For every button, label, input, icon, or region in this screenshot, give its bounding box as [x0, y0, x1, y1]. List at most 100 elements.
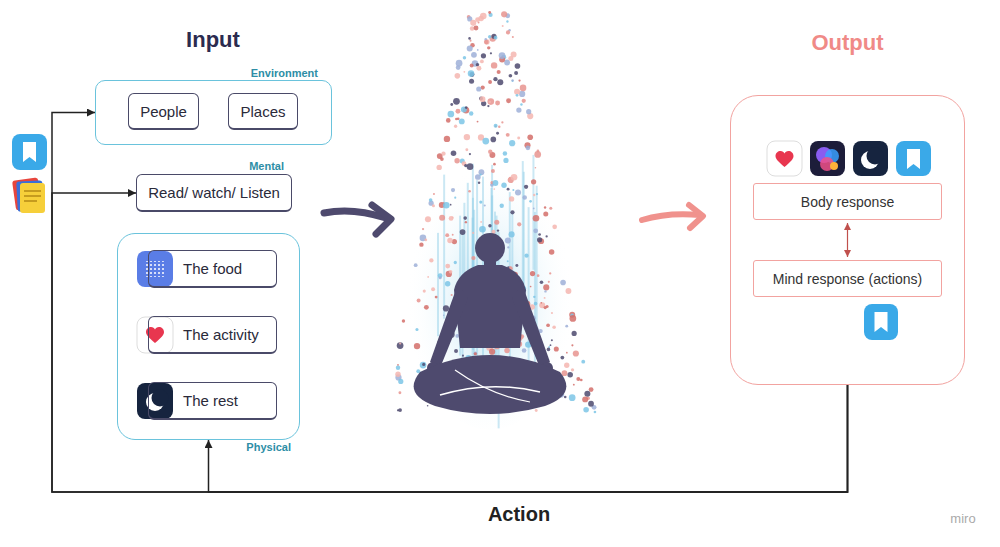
bookmark-app-icon — [864, 304, 898, 340]
particle-cloud — [582, 396, 588, 402]
section-title: Input — [186, 27, 240, 53]
particle-cloud — [459, 119, 465, 125]
particle-cloud — [469, 153, 471, 155]
particle-cloud — [443, 305, 449, 311]
particle-cloud — [494, 124, 498, 128]
particle-cloud — [545, 235, 547, 237]
particle-cloud — [533, 228, 538, 233]
particle-cloud — [560, 280, 566, 286]
particle-cloud — [468, 190, 471, 193]
particle-cloud — [549, 249, 554, 254]
particle-cloud — [580, 379, 583, 382]
particle-cloud — [566, 352, 568, 354]
particle-cloud — [468, 37, 471, 40]
bookmark-app-icon — [875, 312, 888, 332]
particle-cloud — [511, 174, 518, 181]
particle-cloud — [540, 302, 542, 304]
particle-cloud — [551, 339, 553, 341]
aura-streaks — [522, 161, 524, 298]
bookmark-app-icon — [12, 134, 47, 170]
particle-cloud — [551, 312, 553, 314]
particle-cloud — [449, 270, 453, 274]
particle-cloud — [480, 96, 486, 102]
particle-cloud — [533, 194, 535, 196]
section-heading: Mental — [249, 160, 284, 172]
particle-cloud — [474, 352, 478, 356]
particle-cloud — [567, 372, 573, 378]
bookmark-app-icon — [896, 141, 931, 176]
particle-cloud — [479, 226, 486, 233]
particle-cloud — [431, 287, 435, 291]
particle-cloud — [493, 163, 496, 166]
particle-cloud — [463, 56, 466, 59]
loop-label: Action — [488, 503, 550, 526]
particle-cloud — [576, 377, 580, 381]
particle-cloud — [516, 107, 521, 112]
particle-cloud — [395, 11, 596, 413]
particle-cloud — [488, 224, 491, 227]
output-panel: Body responseMind response (actions)Outp… — [730, 95, 965, 385]
section-heading: Physical — [246, 441, 291, 453]
watermark: miro — [950, 511, 975, 526]
activity-app-icon — [137, 317, 173, 353]
particle-cloud — [583, 407, 589, 413]
particle-cloud — [467, 163, 474, 170]
tracker-app-icon — [810, 141, 845, 176]
particle-cloud — [397, 409, 399, 411]
activity-app-icon — [767, 141, 802, 176]
particle-cloud — [484, 205, 486, 207]
particle-cloud — [463, 71, 465, 73]
particle-cloud — [543, 212, 548, 217]
feedback-arrow — [52, 113, 848, 493]
particle-cloud — [491, 34, 496, 39]
particle-cloud — [536, 193, 538, 195]
particle-cloud — [402, 319, 405, 322]
sleep-app-icon — [867, 148, 884, 165]
particle-cloud — [540, 280, 544, 284]
particle-cloud — [516, 94, 519, 97]
particle-cloud — [562, 370, 568, 376]
particle-cloud — [474, 25, 479, 30]
particle-cloud — [452, 216, 454, 218]
particle-cloud — [505, 238, 511, 244]
particle-cloud — [398, 379, 403, 384]
particle-cloud — [515, 63, 521, 69]
particle-cloud — [533, 296, 535, 298]
particle-cloud — [462, 355, 464, 357]
meditating-figure — [440, 387, 540, 395]
particle-cloud — [514, 71, 518, 75]
particle-cloud — [488, 35, 491, 38]
particle-cloud — [480, 13, 487, 20]
particle-cloud — [533, 208, 535, 210]
particle-cloud — [524, 254, 528, 258]
particle-cloud — [588, 401, 594, 407]
particle-cloud — [504, 60, 510, 66]
particle-cloud — [455, 118, 457, 120]
particle-cloud — [520, 85, 527, 92]
particle-cloud — [452, 234, 454, 236]
particle-cloud — [581, 360, 585, 364]
particle-cloud — [435, 296, 438, 299]
particle-cloud — [554, 347, 559, 352]
particle-cloud — [454, 197, 456, 199]
particle-cloud — [594, 411, 597, 414]
particle-cloud — [460, 229, 466, 235]
particle-cloud — [565, 325, 568, 328]
particle-cloud — [432, 204, 435, 207]
particle-cloud — [461, 106, 467, 112]
particle-cloud — [515, 264, 518, 267]
particle-cloud — [417, 298, 421, 302]
particle-cloud — [488, 149, 492, 153]
particle-cloud — [565, 288, 571, 294]
particle-cloud — [425, 216, 431, 222]
particle-cloud — [522, 348, 527, 353]
particle-cloud — [396, 365, 400, 369]
particle-cloud — [550, 344, 552, 346]
bookmark-app-icon — [907, 149, 920, 169]
particle-cloud — [520, 103, 522, 105]
response-box: Mind response (actions) — [753, 260, 942, 297]
physical-panel: The foodThe activityThe restPhysical — [117, 233, 300, 440]
particle-cloud — [571, 368, 574, 371]
sleep-app-icon — [853, 141, 888, 176]
particle-cloud — [546, 323, 550, 327]
